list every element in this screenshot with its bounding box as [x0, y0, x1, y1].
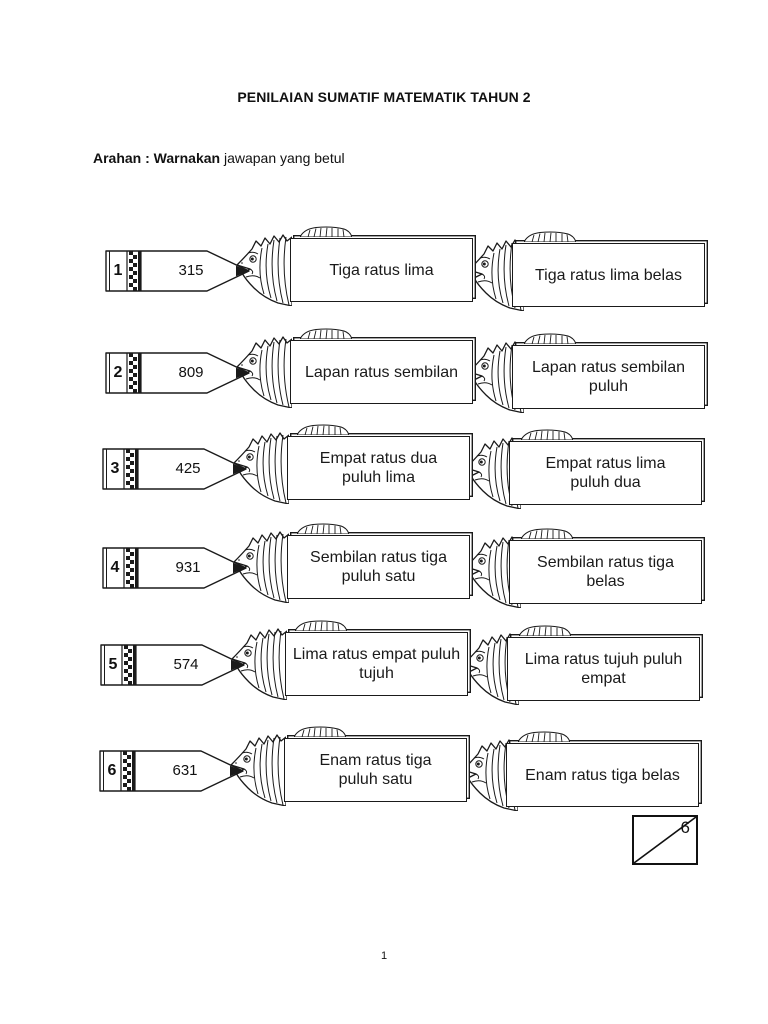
pencil: 1 315 [103, 250, 251, 292]
question-number: 3 [110, 460, 120, 477]
question-numeral: 425 [175, 460, 201, 477]
answer-option-a: Empat ratus dua puluh lima [231, 436, 471, 500]
question-numeral: 574 [173, 656, 199, 673]
answer-box: Empat ratus lima puluh dua [509, 441, 702, 505]
answer-option-b: Sembilan ratus tiga belas [463, 540, 703, 604]
question-number: 2 [113, 364, 123, 381]
answer-text-line: Sembilan ratus tiga [310, 549, 447, 566]
fish-fin-icon [519, 625, 571, 636]
answer-option-b: Lapan ratus sembilan puluh [466, 345, 706, 409]
fish-fin-icon [295, 620, 347, 631]
question-number: 6 [107, 762, 117, 779]
answer-text-line: Sembilan ratus tiga [537, 554, 674, 571]
fish-fin-icon [300, 328, 352, 339]
answer-box: Lapan ratus sembilan [290, 340, 473, 404]
question-number: 1 [113, 262, 123, 279]
answer-text-line: tujuh [359, 665, 394, 682]
score-total: 6 [680, 818, 690, 837]
fish-fin-icon [297, 424, 349, 435]
answer-text-line: empat [581, 670, 626, 687]
question-numeral: 631 [172, 762, 198, 779]
answer-text-line: Tiga ratus lima belas [534, 266, 683, 284]
answer-text-line: Enam ratus tiga [319, 752, 432, 769]
question-row-4: 4 931 Sembilan ratus tiga puluh satu Sem… [0, 535, 765, 615]
question-numeral: 315 [178, 262, 204, 279]
question-numeral: 931 [175, 559, 201, 576]
fish-fin-icon [297, 523, 349, 534]
answer-box: Enam ratus tiga belas [506, 743, 699, 807]
answer-option-b: Empat ratus lima puluh dua [463, 441, 703, 505]
page-number: 1 [380, 950, 388, 962]
answer-text-line: Lapan ratus sembilan [532, 359, 685, 376]
answer-option-b: Enam ratus tiga belas [460, 743, 700, 807]
fish-fin-icon [524, 231, 576, 242]
answer-option-b: Lima ratus tujuh puluh empat [461, 637, 701, 701]
answer-text-line: Lapan ratus sembilan [305, 363, 458, 381]
answer-text-line: puluh satu [338, 771, 413, 788]
answer-option-a: Lima ratus empat puluh tujuh [229, 632, 469, 696]
instruction-label: Arahan : Warnakan [93, 150, 221, 166]
pencil: 6 631 [97, 750, 245, 792]
pencil: 2 809 [103, 352, 251, 394]
pencil: 5 574 [98, 644, 246, 686]
answer-text-line: puluh [588, 378, 629, 395]
answer-box: Lima ratus tujuh puluh empat [507, 637, 700, 701]
question-row-2: 2 809 Lapan ratus sembilan Lapan ratus s… [0, 340, 768, 420]
answer-text-line: Lima ratus empat puluh [292, 646, 461, 663]
fish-fin-icon [294, 726, 346, 737]
answer-box: Lima ratus empat puluh tujuh [285, 632, 468, 696]
question-number: 5 [108, 656, 118, 673]
pencil: 3 425 [100, 448, 248, 490]
answer-text-line: Empat ratus dua [319, 450, 438, 467]
question-row-5: 5 574 Lima ratus empat puluh tujuh Lima … [0, 632, 763, 712]
score-box: 6 [632, 815, 698, 865]
question-row-6: 6 631 Enam ratus tiga puluh satu Enam ra… [0, 738, 762, 818]
pencil: 4 931 [100, 547, 248, 589]
answer-option-a: Lapan ratus sembilan [234, 340, 474, 404]
answer-text-line: Empat ratus lima [545, 455, 666, 472]
fish-fin-icon [521, 429, 573, 440]
answer-text-line: puluh satu [341, 568, 416, 585]
answer-text-line: Tiga ratus lima [329, 261, 434, 279]
answer-option-a: Enam ratus tiga puluh satu [228, 738, 468, 802]
answer-box: Sembilan ratus tiga belas [509, 540, 702, 604]
answer-box: Sembilan ratus tiga puluh satu [287, 535, 470, 599]
answer-text-line: puluh lima [342, 469, 415, 486]
answer-option-b: Tiga ratus lima belas [466, 243, 706, 307]
answer-text-line: belas [586, 573, 625, 590]
fish-fin-icon [518, 731, 570, 742]
answer-text-line: puluh dua [570, 474, 641, 491]
answer-box: Tiga ratus lima belas [512, 243, 705, 307]
answer-option-a: Sembilan ratus tiga puluh satu [231, 535, 471, 599]
answer-option-a: Tiga ratus lima [234, 238, 474, 302]
instruction-text: jawapan yang betul [223, 150, 345, 166]
answer-text-line: Enam ratus tiga belas [525, 766, 680, 784]
question-number: 4 [110, 559, 120, 576]
fish-fin-icon [521, 528, 573, 539]
answer-text-line: Lima ratus tujuh puluh [524, 651, 683, 668]
question-row-3: 3 425 Empat ratus dua puluh lima Empat r… [0, 436, 765, 516]
answer-box: Lapan ratus sembilan puluh [512, 345, 705, 409]
answer-box: Empat ratus dua puluh lima [287, 436, 470, 500]
answer-box: Enam ratus tiga puluh satu [284, 738, 467, 802]
answer-box: Tiga ratus lima [290, 238, 473, 302]
instruction: Arahan : Warnakan jawapan yang betul [93, 150, 345, 166]
fish-fin-icon [300, 226, 352, 237]
page-title: PENILAIAN SUMATIF MATEMATIK TAHUN 2 [237, 89, 531, 105]
fish-fin-icon [524, 333, 576, 344]
question-numeral: 809 [178, 364, 204, 381]
question-row-1: 1 315 Tiga ratus lima Tiga ratus lima be… [0, 238, 768, 318]
score-diagonal [634, 817, 696, 863]
